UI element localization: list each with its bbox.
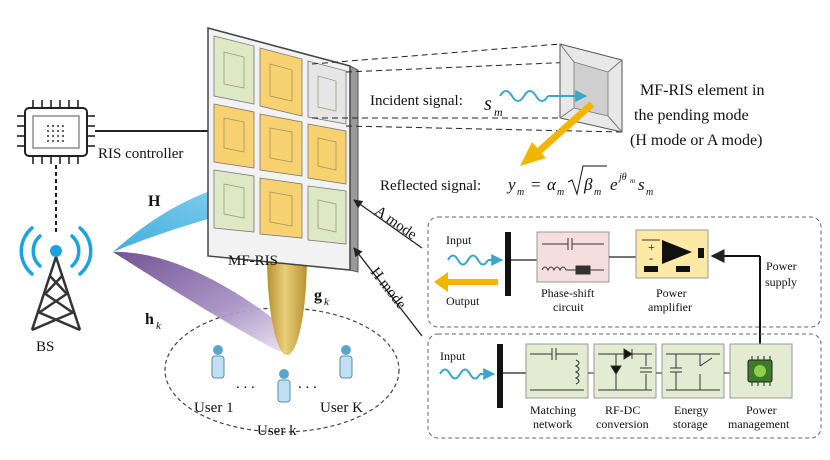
user-1-label: User 1 <box>194 400 234 416</box>
svg-text:+: + <box>648 240 655 254</box>
energy-storage-box <box>661 343 725 399</box>
svg-text:s: s <box>638 175 645 194</box>
channel-gk-sub: k <box>324 296 330 308</box>
element-title-1: MF-RIS element in <box>640 82 764 99</box>
reflected-label: Reflected signal: <box>380 178 481 194</box>
a-mode-arrow <box>353 199 423 249</box>
h-mode-box <box>427 333 822 439</box>
rf-dc-icon <box>598 348 652 391</box>
phase-shift-circuit-icon <box>541 238 604 275</box>
dots-left: . . . <box>236 376 255 392</box>
a-output-label: Output <box>446 294 480 308</box>
energy-label-2: storage <box>673 417 708 431</box>
mfris-panel <box>207 27 359 273</box>
power-amp-label-1: Power <box>656 286 687 300</box>
incident-wave <box>499 90 549 102</box>
mfris-label: MF-RIS <box>228 253 278 269</box>
a-port-bar <box>505 232 511 296</box>
svg-text:e: e <box>610 175 618 194</box>
h-input-label: Input <box>440 349 466 363</box>
pmic-chip-icon <box>747 356 773 386</box>
element-title-2: the pending mode <box>634 107 749 124</box>
user-K-icon <box>339 345 353 379</box>
svg-text:α: α <box>547 175 557 194</box>
power-amp-label-2: amplifier <box>648 300 692 314</box>
reflected-arrowhead <box>520 142 546 166</box>
pm-label-1: Power <box>746 403 777 417</box>
reflected-formula: y m = α m β m e jθ m s m <box>506 165 653 198</box>
h-mode-label: H mode <box>367 265 409 313</box>
amplifier-icon: + - <box>642 239 704 272</box>
user-K-label: User K <box>320 400 363 416</box>
svg-text:=: = <box>531 175 541 194</box>
zoomed-element <box>559 43 623 133</box>
phase-shift-box <box>536 231 610 283</box>
energy-storage-icon <box>666 353 720 391</box>
svg-text:m: m <box>630 177 635 185</box>
a-mode-box <box>427 216 822 328</box>
svg-text:m: m <box>517 187 524 198</box>
phase-shift-label-2: circuit <box>553 300 584 314</box>
power-supply-label-2: supply <box>765 275 797 289</box>
bs-label: BS <box>36 339 54 355</box>
user-k-label: User k <box>257 423 297 439</box>
svg-text:jθ: jθ <box>617 172 627 183</box>
energy-label-1: Energy <box>674 403 708 417</box>
reflected-arrow <box>535 101 595 155</box>
ris-controller-label: RIS controller <box>98 146 183 162</box>
controller-chip-icon <box>17 100 95 164</box>
h-input-wave <box>439 368 481 380</box>
channel-hk-sub: k <box>156 320 162 332</box>
power-supply-label-1: Power <box>766 259 797 273</box>
svg-text:β: β <box>583 175 593 194</box>
bs-tower-icon <box>19 226 93 332</box>
user-1-icon <box>211 345 225 379</box>
matching-label-2: network <box>533 417 572 431</box>
a-mode-label: A mode <box>372 203 420 243</box>
dots-right: . . . <box>298 376 317 392</box>
incident-subscript: m <box>494 105 503 119</box>
svg-text:m: m <box>594 187 601 198</box>
users-region <box>164 307 400 433</box>
rfdc-label-2: conversion <box>596 417 649 431</box>
svg-text:m: m <box>646 187 653 198</box>
rfdc-label-1: RF-DC <box>605 403 640 417</box>
svg-text:m: m <box>557 187 564 198</box>
pm-label-2: management <box>728 417 790 431</box>
channel-hk-beam <box>113 251 294 352</box>
incident-label: Incident signal: <box>370 93 463 109</box>
a-input-wave <box>447 254 489 266</box>
element-title-3: (H mode or A mode) <box>630 132 762 149</box>
svg-text:y: y <box>506 175 516 194</box>
power-management-box <box>729 343 793 399</box>
phase-shift-label-1: Phase-shift <box>541 286 595 300</box>
channel-hk-label: h <box>145 311 154 328</box>
matching-network-icon <box>530 348 584 391</box>
a-output-arrowhead <box>434 272 448 292</box>
a-input-label: Input <box>446 233 472 247</box>
user-k-icon <box>277 369 291 403</box>
h-port-bar <box>497 344 503 408</box>
matching-label-1: Matching <box>530 403 576 417</box>
channel-H-label: H <box>148 193 161 210</box>
h-mode-arrow <box>353 247 423 337</box>
channel-gk-label: g <box>314 287 322 304</box>
incident-symbol: s <box>484 93 492 115</box>
svg-text:-: - <box>649 251 653 265</box>
